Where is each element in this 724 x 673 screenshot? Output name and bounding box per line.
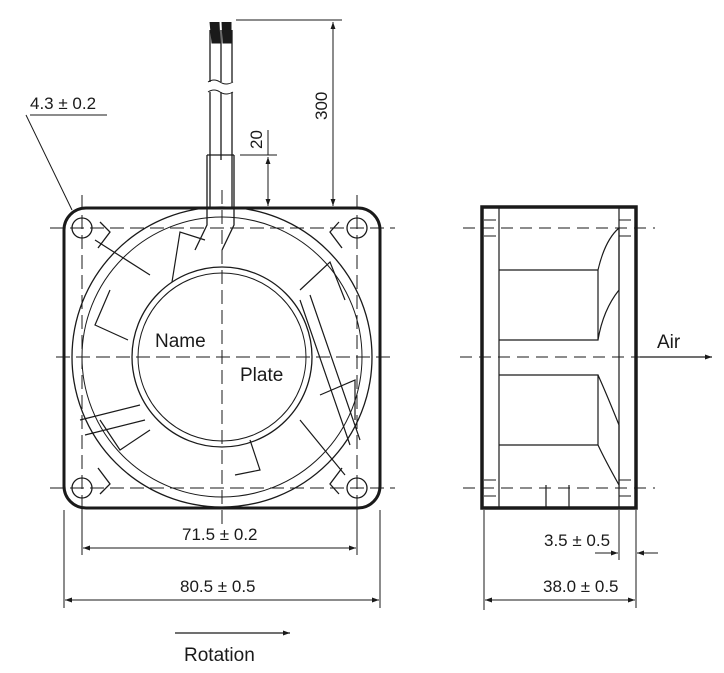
flange-depth-label: 3.5 ± 0.5	[544, 531, 610, 550]
hub-plate-text: Plate	[240, 365, 283, 386]
rotation-label: Rotation	[184, 645, 255, 666]
hole-diameter-label: 4.3 ± 0.2	[30, 94, 96, 113]
cable-length-label: 300	[312, 92, 331, 120]
hole-spacing-label: 71.5 ± 0.2	[182, 525, 258, 544]
dimension-lines	[25, 19, 658, 636]
hub-name-text: Name	[155, 331, 206, 352]
cable	[194, 21, 235, 251]
frame-width-label: 80.5 ± 0.5	[180, 577, 256, 596]
frame-depth-label: 38.0 ± 0.5	[543, 577, 619, 596]
fan-front-view	[50, 190, 395, 525]
cable-offset-label: 20	[247, 130, 266, 149]
fan-side-view	[460, 205, 712, 510]
air-label: Air	[657, 332, 681, 353]
